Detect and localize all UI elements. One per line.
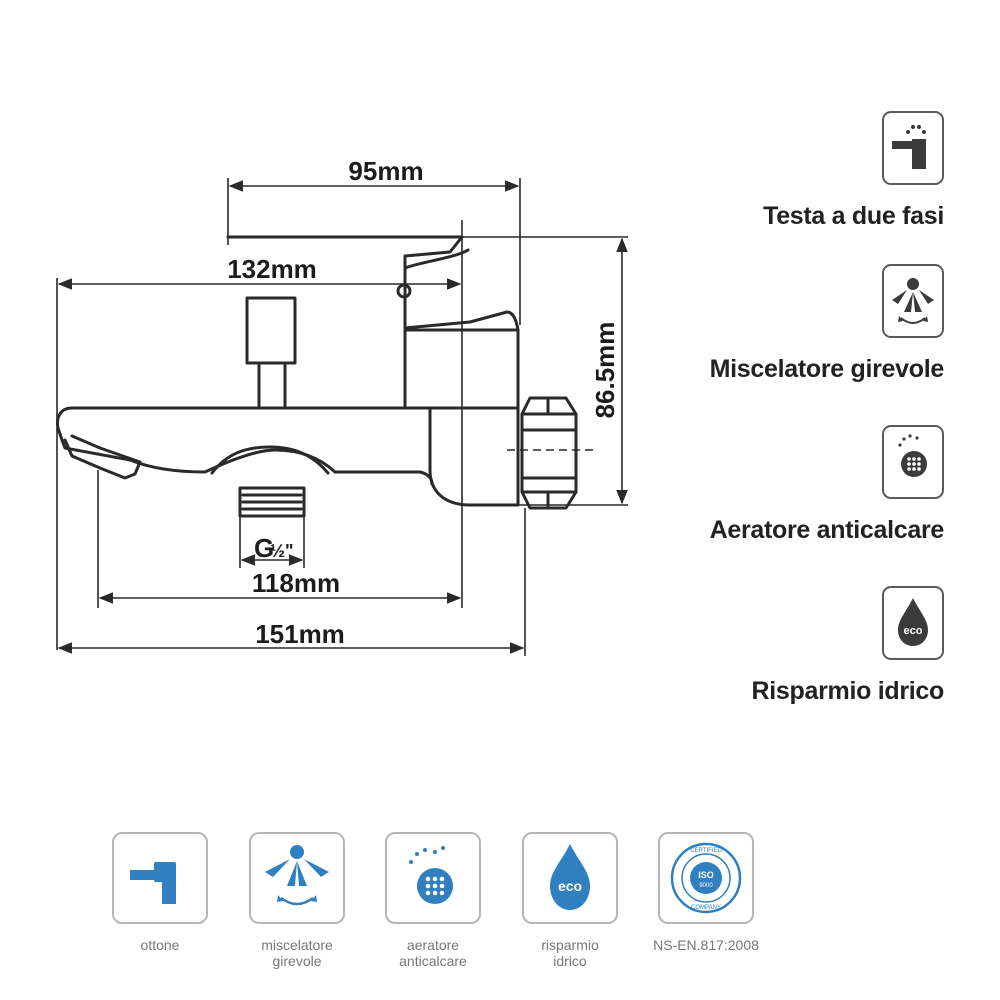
badge-item: eco risparmio idrico [500,832,640,969]
iso-text: ISO [698,870,714,880]
eco-text: eco [558,878,582,894]
badge-caption: anticalcare [399,953,467,969]
dim-handle-length: 132mm [227,254,317,284]
thread-nipple [238,486,306,518]
feature-label: Testa a due fasi [763,202,944,230]
badge-caption: girevole [272,953,322,969]
badge-caption: ottone [140,937,180,953]
aerator-icon [385,832,481,924]
company-text: COMPANY [691,905,721,911]
badge-caption: risparmio [541,937,599,953]
feature-item: Testa a due fasi [644,111,944,231]
feature-label: Miscelatore girevole [709,355,945,383]
feature-item: eco Risparmio idrico [644,586,944,706]
hex-nut [520,396,578,510]
dimension-lines [56,178,628,656]
dim-thread-fraction: ½" [270,541,294,561]
diverter-stem [257,361,287,410]
badge-caption: NS-EN.817:2008 [653,937,759,953]
badge-item: ottone [90,832,230,953]
dim-spout-length: 118mm [252,568,340,598]
swivel-icon [882,264,944,338]
feature-item: Miscelatore girevole [644,264,944,384]
spout [56,406,434,486]
eco-text: eco [904,625,923,637]
dim-height: 86.5mm [590,322,620,419]
handle-lever [226,235,464,270]
badge-caption: idrico [553,953,587,969]
faucet-icon [882,111,944,185]
badge-caption: miscelatore [261,937,333,953]
main-body [428,406,520,507]
dim-total-length: 151mm [255,619,345,649]
swivel-icon [249,832,345,924]
feature-item: Aeratore anticalcare [644,425,944,545]
feature-label: Risparmio idrico [751,677,945,705]
dim-thread-letter: G [254,533,274,563]
water-drop-eco-icon: eco [522,832,618,924]
aerator-icon [882,425,944,499]
water-drop-eco-icon: eco [882,586,944,660]
badge-caption: aeratore [406,937,460,953]
diverter-knob [245,296,297,365]
iso-number-text: 9000 [699,883,713,889]
dim-top-width: 95mm [348,156,423,186]
iso-certified-seal-icon: ISO 9000 CERTIFIED COMPANY [658,832,754,924]
feature-label: Aeratore anticalcare [709,516,945,544]
spout-nozzle [63,434,142,480]
badge-item: miscelatore girevole [227,832,367,969]
badge-item: aeratore anticalcare [363,832,503,969]
certified-text: CERTIFIED [690,848,722,854]
badge-item: ISO 9000 CERTIFIED COMPANY NS-EN.817:200… [636,832,776,953]
faucet-icon [112,832,208,924]
